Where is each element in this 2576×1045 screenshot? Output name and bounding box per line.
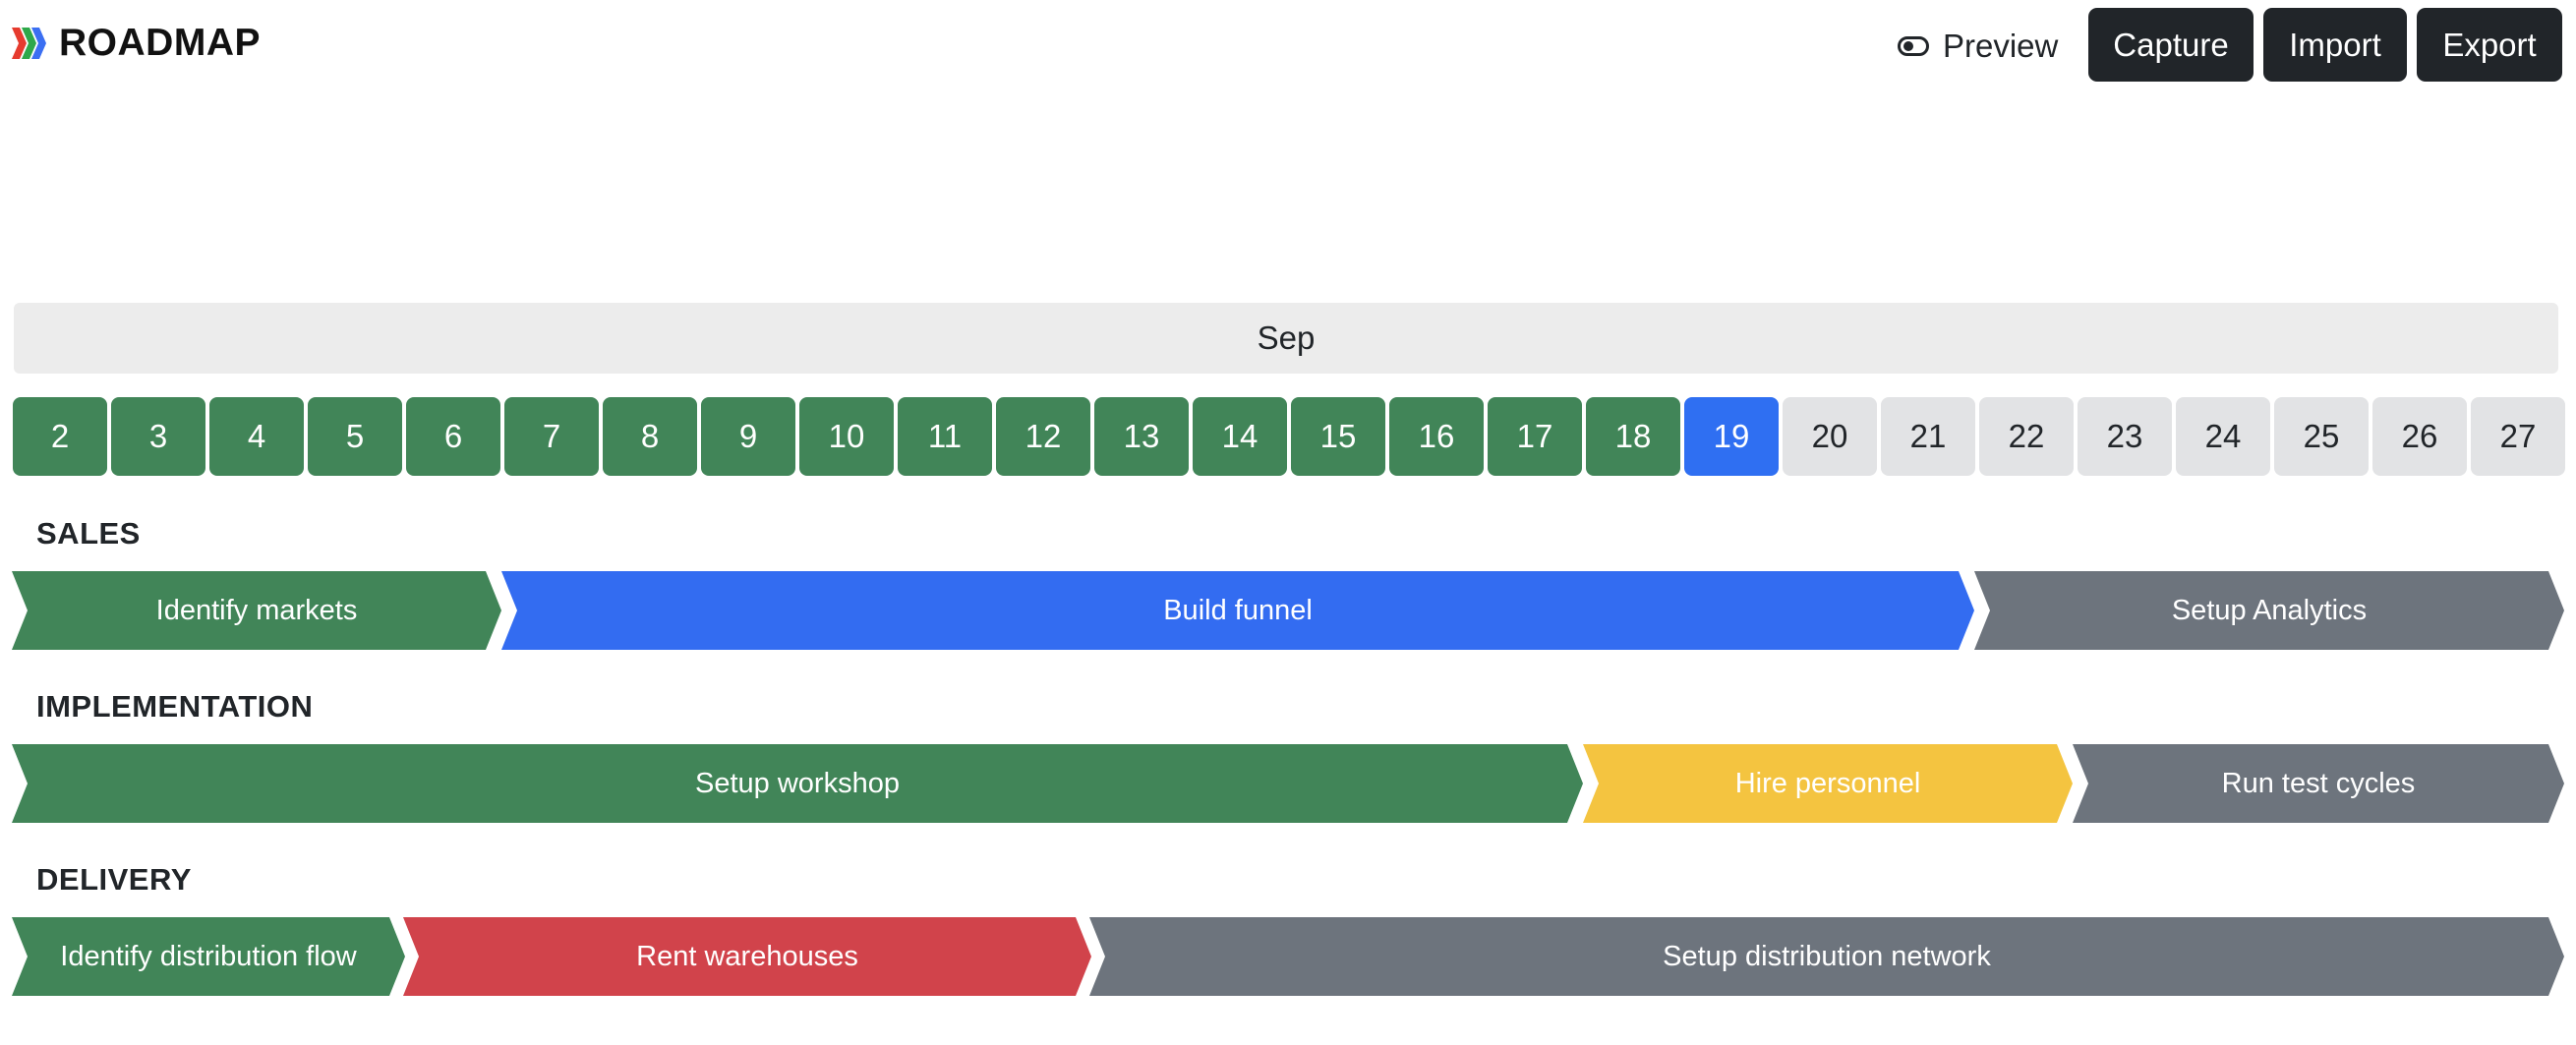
task-label: Build funnel (1163, 594, 1313, 626)
day-cell[interactable]: 27 (2471, 397, 2565, 476)
day-cell[interactable]: 3 (111, 397, 205, 476)
task-setup-workshop[interactable]: Setup workshop (12, 744, 1583, 823)
day-cell[interactable]: 4 (209, 397, 304, 476)
day-cell-today[interactable]: 19 (1684, 397, 1779, 476)
day-cell[interactable]: 10 (799, 397, 894, 476)
day-cell[interactable]: 6 (406, 397, 500, 476)
day-cell[interactable]: 7 (504, 397, 599, 476)
day-cell[interactable]: 17 (1488, 397, 1582, 476)
day-cell[interactable]: 9 (701, 397, 795, 476)
lane-implementation: Setup workshop Hire personnel Run test c… (0, 744, 2576, 823)
day-cell[interactable]: 5 (308, 397, 402, 476)
task-hire-personnel[interactable]: Hire personnel (1583, 744, 2073, 823)
day-cell[interactable]: 13 (1094, 397, 1189, 476)
task-setup-analytics[interactable]: Setup Analytics (1974, 571, 2564, 650)
task-rent-warehouses[interactable]: Rent warehouses (403, 917, 1091, 996)
lane-sales: Identify markets Build funnel Setup Anal… (0, 571, 2576, 650)
header-bar: ROADMAP Preview Capture Import Export (0, 0, 2576, 94)
day-cell[interactable]: 24 (2176, 397, 2270, 476)
task-build-funnel[interactable]: Build funnel (501, 571, 1974, 650)
toggle-icon[interactable] (1898, 36, 1929, 56)
group-title-delivery: DELIVERY (36, 862, 192, 897)
task-label: Hire personnel (1734, 767, 1921, 799)
day-cell[interactable]: 11 (898, 397, 992, 476)
day-cell[interactable]: 8 (603, 397, 697, 476)
capture-button[interactable]: Capture (2088, 8, 2254, 82)
preview-label: Preview (1943, 28, 2059, 64)
import-button[interactable]: Import (2263, 8, 2407, 82)
task-label: Run test cycles (2221, 767, 2416, 799)
triple-chevron-logo-icon (12, 28, 46, 59)
app-title: ROADMAP (59, 22, 261, 64)
day-cell[interactable]: 21 (1881, 397, 1975, 476)
task-label: Identify distribution flow (60, 940, 357, 972)
task-identify-markets[interactable]: Identify markets (12, 571, 501, 650)
day-cell[interactable]: 16 (1389, 397, 1484, 476)
day-row: 2 3 4 5 6 7 8 9 10 11 12 13 14 15 16 17 … (13, 397, 2565, 476)
day-cell[interactable]: 12 (996, 397, 1090, 476)
lane-delivery: Identify distribution flow Rent warehous… (0, 917, 2576, 996)
export-button[interactable]: Export (2417, 8, 2562, 82)
group-title-sales: SALES (36, 516, 141, 551)
task-identify-distribution-flow[interactable]: Identify distribution flow (12, 917, 405, 996)
day-cell[interactable]: 14 (1193, 397, 1287, 476)
day-cell[interactable]: 23 (2078, 397, 2172, 476)
task-label: Rent warehouses (636, 940, 858, 972)
task-label: Setup Analytics (2171, 594, 2368, 626)
task-setup-distribution-network[interactable]: Setup distribution network (1089, 917, 2564, 996)
task-label: Setup distribution network (1663, 940, 1991, 972)
task-run-test-cycles[interactable]: Run test cycles (2073, 744, 2564, 823)
day-cell[interactable]: 22 (1979, 397, 2074, 476)
day-cell[interactable]: 20 (1783, 397, 1877, 476)
app-logo: ROADMAP (10, 22, 261, 65)
month-header: Sep (14, 303, 2558, 374)
day-cell[interactable]: 25 (2274, 397, 2369, 476)
day-cell[interactable]: 2 (13, 397, 107, 476)
day-cell[interactable]: 18 (1586, 397, 1680, 476)
group-title-implementation: IMPLEMENTATION (36, 689, 314, 724)
task-label: Setup workshop (695, 767, 900, 799)
task-label: Identify markets (155, 594, 358, 626)
preview-toggle[interactable]: Preview (1898, 28, 2058, 65)
day-cell[interactable]: 26 (2372, 397, 2467, 476)
day-cell[interactable]: 15 (1291, 397, 1385, 476)
